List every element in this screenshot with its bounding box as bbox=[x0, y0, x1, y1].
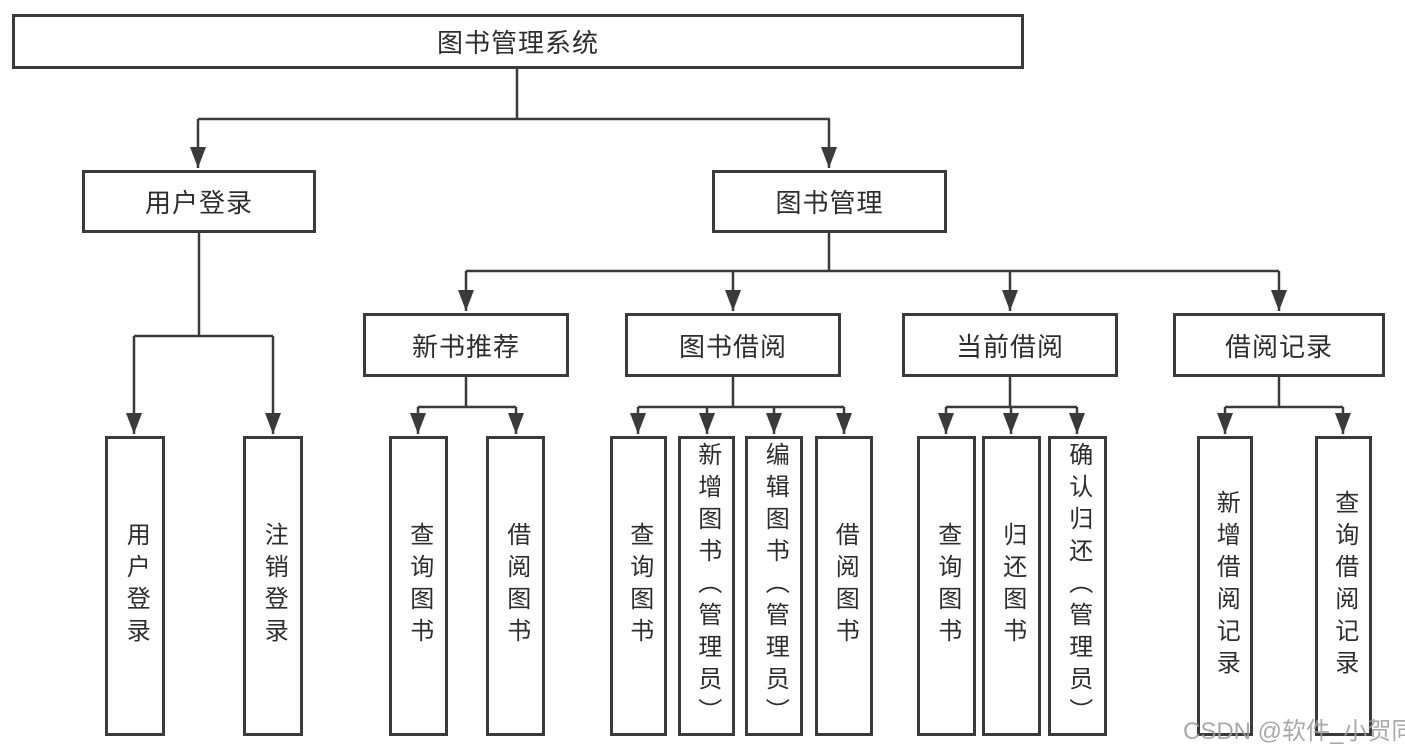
leaf-user-login: 用户登录 bbox=[105, 436, 165, 736]
node-borrow-records-label: 借阅记录 bbox=[1224, 331, 1333, 362]
leaf-recommend-query-books-label: 查询图书 bbox=[405, 522, 433, 650]
leaf-records-add-record: 新增借阅记录 bbox=[1197, 436, 1253, 736]
node-user-login-label: 用户登录 bbox=[144, 188, 253, 218]
node-new-book-recommend: 新书推荐 bbox=[363, 313, 569, 377]
leaf-records-add-record-label: 新增借阅记录 bbox=[1212, 490, 1240, 682]
node-book-management: 图书管理 bbox=[712, 170, 947, 233]
leaf-borrow-edit-books-admin-label: 编辑图书（管理员） bbox=[761, 442, 789, 730]
leaf-records-query-record: 查询借阅记录 bbox=[1315, 436, 1372, 736]
leaf-current-query-books-label: 查询图书 bbox=[933, 522, 961, 650]
leaf-borrow-edit-books-admin: 编辑图书（管理员） bbox=[745, 436, 803, 736]
leaf-current-return-books-label: 归还图书 bbox=[998, 522, 1026, 650]
node-book-borrow-label: 图书借阅 bbox=[678, 331, 787, 362]
leaf-recommend-query-books: 查询图书 bbox=[389, 436, 448, 736]
leaf-current-confirm-return-admin-label: 确认归还（管理员） bbox=[1064, 442, 1092, 730]
leaf-borrow-query-books-label: 查询图书 bbox=[625, 522, 653, 650]
node-book-borrow: 图书借阅 bbox=[625, 313, 841, 377]
leaf-current-return-books: 归还图书 bbox=[982, 436, 1041, 736]
leaf-user-login-label: 用户登录 bbox=[122, 522, 150, 650]
leaf-recommend-borrow-books-label: 借阅图书 bbox=[502, 522, 530, 650]
leaf-current-confirm-return-admin: 确认归还（管理员） bbox=[1048, 436, 1107, 736]
node-book-management-label: 图书管理 bbox=[775, 188, 884, 218]
leaf-logout: 注销登录 bbox=[243, 436, 303, 736]
leaf-borrow-add-books-admin-label: 新增图书（管理员） bbox=[693, 442, 721, 730]
node-borrow-records: 借阅记录 bbox=[1173, 313, 1385, 377]
csdn-watermark: CSDN @软件_小贺同学 bbox=[1183, 718, 1405, 745]
leaf-records-query-record-label: 查询借阅记录 bbox=[1330, 490, 1358, 682]
node-root-label: 图书管理系统 bbox=[436, 28, 599, 58]
leaf-recommend-borrow-books: 借阅图书 bbox=[486, 436, 545, 736]
leaf-logout-label: 注销登录 bbox=[260, 522, 288, 650]
leaf-current-query-books: 查询图书 bbox=[917, 436, 976, 736]
leaf-borrow-borrow-books: 借阅图书 bbox=[815, 436, 873, 736]
node-user-login: 用户登录 bbox=[82, 170, 316, 233]
leaf-borrow-borrow-books-label: 借阅图书 bbox=[831, 522, 859, 650]
node-current-borrow-label: 当前借阅 bbox=[955, 331, 1064, 362]
node-root-system: 图书管理系统 bbox=[12, 14, 1024, 69]
leaf-borrow-add-books-admin: 新增图书（管理员） bbox=[678, 436, 735, 736]
node-new-book-recommend-label: 新书推荐 bbox=[411, 331, 520, 362]
node-current-borrow: 当前借阅 bbox=[902, 313, 1118, 377]
leaf-borrow-query-books: 查询图书 bbox=[610, 436, 667, 736]
